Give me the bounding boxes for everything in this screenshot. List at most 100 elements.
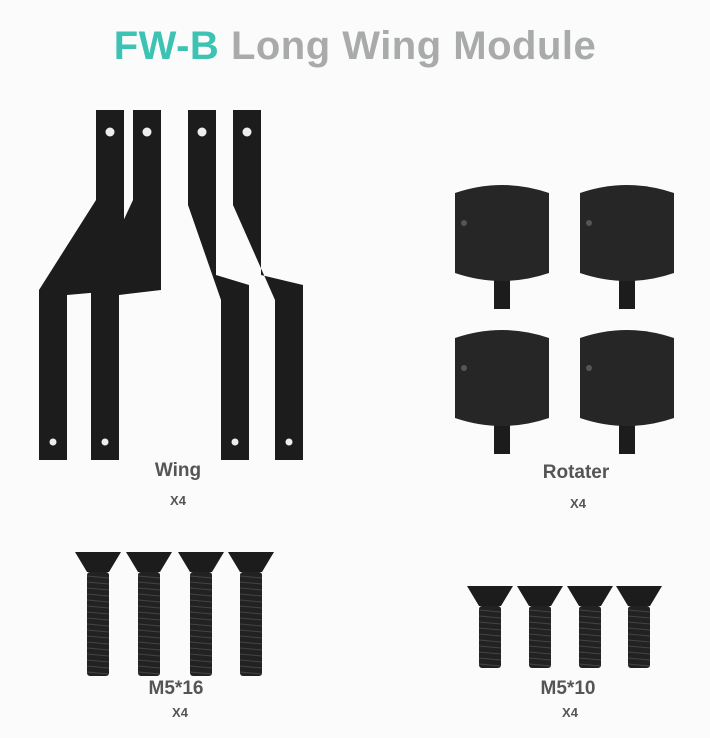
m5x16-screw-thread-line xyxy=(239,605,263,609)
m5x16-screw-thread-line xyxy=(189,671,213,675)
m5x10-screw-thread-line xyxy=(528,621,552,625)
wing-label: Wing xyxy=(154,460,202,481)
m5x16-screw-thread-line xyxy=(137,653,161,657)
m5x10-screw-thread-line xyxy=(528,639,552,643)
m5x10-screw-thread-line xyxy=(627,627,651,631)
m5x16-screw-thread-line xyxy=(239,611,263,615)
m5x16-screw-thread-line xyxy=(189,665,213,669)
rotater-qty: X4 xyxy=(570,496,586,511)
m5x16-screw-thread-line xyxy=(189,575,213,579)
wing-hole xyxy=(285,438,293,446)
m5x10-screw-thread-line xyxy=(627,645,651,649)
m5x16-screw-head xyxy=(75,552,121,572)
m5x10-screw-head xyxy=(517,586,563,606)
m5x10-screw-head xyxy=(616,586,662,606)
m5x16-screw-thread-line xyxy=(86,587,110,591)
m5x16-screw-thread-line xyxy=(86,671,110,675)
m5x16-screw-thread-line xyxy=(239,617,263,621)
m5x10-screw-thread-line xyxy=(478,621,502,625)
m5x10-screw-thread-line xyxy=(478,627,502,631)
m5x10-screw-thread-line xyxy=(578,645,602,649)
m5x16-screw-thread-line xyxy=(239,581,263,585)
m5x16-screw-thread-line xyxy=(239,659,263,663)
m5x16-screw-thread-line xyxy=(86,605,110,609)
m5x16-screw-thread-line xyxy=(239,653,263,657)
m5x16-label: M5*16 xyxy=(148,678,204,699)
m5x10-screw-thread-line xyxy=(578,639,602,643)
m5x10-screw-thread-line xyxy=(478,645,502,649)
m5x16-screw-thread-line xyxy=(137,635,161,639)
m5x10-screw-thread-line xyxy=(578,621,602,625)
m5x10-screw-thread-line xyxy=(578,633,602,637)
m5x16-screw-thread-line xyxy=(189,599,213,603)
wing-bracket xyxy=(91,110,161,460)
wing-hole xyxy=(105,127,115,137)
m5x16-screw-head xyxy=(228,552,274,572)
m5x16-screw-thread-line xyxy=(86,623,110,627)
m5x16-screw-thread-line xyxy=(86,629,110,633)
m5x16-screw-thread-line xyxy=(189,593,213,597)
m5x10-screw-thread-line xyxy=(478,657,502,661)
m5x10-screw-thread-line xyxy=(528,627,552,631)
m5x16-screw-thread-line xyxy=(137,587,161,591)
m5x10-screw-thread-line xyxy=(478,609,502,613)
m5x10-screw-thread-line xyxy=(627,657,651,661)
m5x16-screw-thread-line xyxy=(86,641,110,645)
m5x16-screw-thread-line xyxy=(239,671,263,675)
m5x16-screw-thread-line xyxy=(137,629,161,633)
m5x16-screw-thread-line xyxy=(137,617,161,621)
m5x16-screw-thread-line xyxy=(86,581,110,585)
rotater-hole xyxy=(586,365,592,371)
m5x10-screw-thread-line xyxy=(528,609,552,613)
rotater-hole xyxy=(586,220,592,226)
m5x16-screw-thread-line xyxy=(239,593,263,597)
page-title: FW-B Long Wing Module xyxy=(0,24,710,69)
m5x16-screw-thread-line xyxy=(86,593,110,597)
rotater-label: Rotater xyxy=(542,462,610,483)
m5x16-screw-thread-line xyxy=(189,605,213,609)
rotater-hole xyxy=(461,365,467,371)
m5x16-screw-thread-line xyxy=(189,587,213,591)
m5x16-screw-thread-line xyxy=(189,635,213,639)
m5x16-screw-thread-line xyxy=(239,575,263,579)
m5x16-screw-thread-line xyxy=(239,623,263,627)
m5x16-screw-thread-line xyxy=(137,611,161,615)
m5x16-screw-thread-line xyxy=(189,647,213,651)
m5x10-screw-thread-line xyxy=(627,621,651,625)
wing-hole xyxy=(101,438,109,446)
wing-bracket xyxy=(39,110,124,460)
m5x10-screw-thread-line xyxy=(578,663,602,667)
m5x10-label: M5*10 xyxy=(540,678,596,699)
m5x16-screw-thread-line xyxy=(189,653,213,657)
m5x16-screw-thread-line xyxy=(189,623,213,627)
m5x16-screw-thread-line xyxy=(239,647,263,651)
m5x10-screw-thread-line xyxy=(627,651,651,655)
wing-hole xyxy=(242,127,252,137)
m5x16-screw-thread-line xyxy=(86,575,110,579)
m5x16-screw-thread-line xyxy=(137,647,161,651)
m5x10-screw-thread-line xyxy=(528,633,552,637)
m5x16-screw-thread-line xyxy=(239,587,263,591)
wing-qty: X4 xyxy=(170,493,186,508)
m5x10-screw-thread-line xyxy=(578,627,602,631)
m5x16-screw-thread-line xyxy=(86,611,110,615)
wing-bracket xyxy=(188,110,249,460)
m5x16-screw-thread-line xyxy=(86,653,110,657)
m5x16-screw-thread-line xyxy=(86,647,110,651)
wing-hole xyxy=(197,127,207,137)
m5x10-screw-thread-line xyxy=(627,633,651,637)
m5x16-screw-thread-line xyxy=(189,617,213,621)
m5x10-screw-thread-line xyxy=(627,609,651,613)
m5x10-screw-thread-line xyxy=(478,639,502,643)
m5x10-screw-thread-line xyxy=(627,663,651,667)
m5x16-screw-thread-line xyxy=(86,599,110,603)
m5x10-screw-thread-line xyxy=(578,609,602,613)
m5x10-screw-thread-line xyxy=(528,663,552,667)
m5x10-screw-thread-line xyxy=(578,651,602,655)
m5x10-screw-thread-line xyxy=(478,651,502,655)
m5x16-screw-thread-line xyxy=(239,635,263,639)
m5x10-screw-thread-line xyxy=(478,615,502,619)
m5x16-screw-thread-line xyxy=(137,665,161,669)
rotater-thread xyxy=(619,420,635,454)
